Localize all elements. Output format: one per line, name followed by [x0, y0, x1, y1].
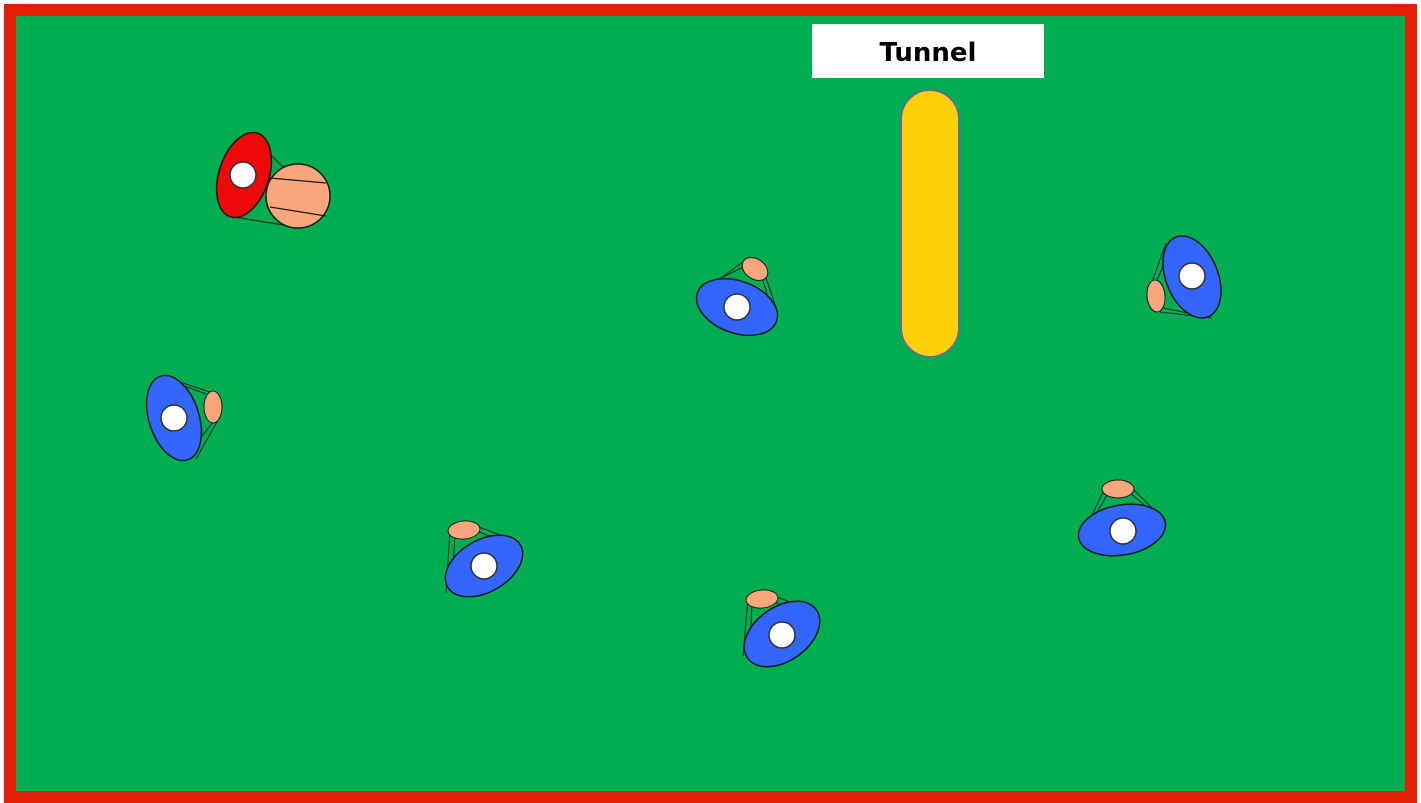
attacker-arm-bottom — [233, 216, 291, 227]
defender-ball — [1146, 279, 1166, 313]
defender-ball — [1101, 479, 1135, 499]
defender-head — [768, 621, 796, 649]
defender-player — [444, 520, 524, 598]
attacker-player — [215, 131, 331, 229]
defender-ball — [447, 520, 481, 540]
tunnel-label-text: Tunnel — [880, 38, 977, 68]
defender-head — [723, 293, 751, 321]
tunnel-label-box — [812, 24, 1044, 78]
defender-head — [160, 404, 188, 432]
defender-head — [1109, 517, 1137, 545]
defender-ball — [203, 390, 223, 424]
attacker-head — [229, 161, 257, 189]
defender-player — [145, 374, 223, 462]
attacker-ball — [265, 163, 331, 229]
ball-seam-bottom — [269, 206, 327, 217]
defender-player — [1146, 235, 1222, 319]
defender-player — [695, 257, 779, 337]
ball-icon — [265, 163, 331, 229]
defender-ball — [745, 589, 779, 609]
defender-head — [470, 552, 498, 580]
tunnel-label: Tunnel — [812, 24, 1044, 78]
defender-head — [1178, 262, 1206, 290]
defender-player — [1077, 479, 1167, 557]
defender-arm — [195, 419, 219, 460]
defender-ball — [741, 257, 769, 281]
defender-player — [742, 589, 821, 668]
ball-seam-top — [269, 177, 327, 184]
tunnel — [900, 89, 960, 358]
